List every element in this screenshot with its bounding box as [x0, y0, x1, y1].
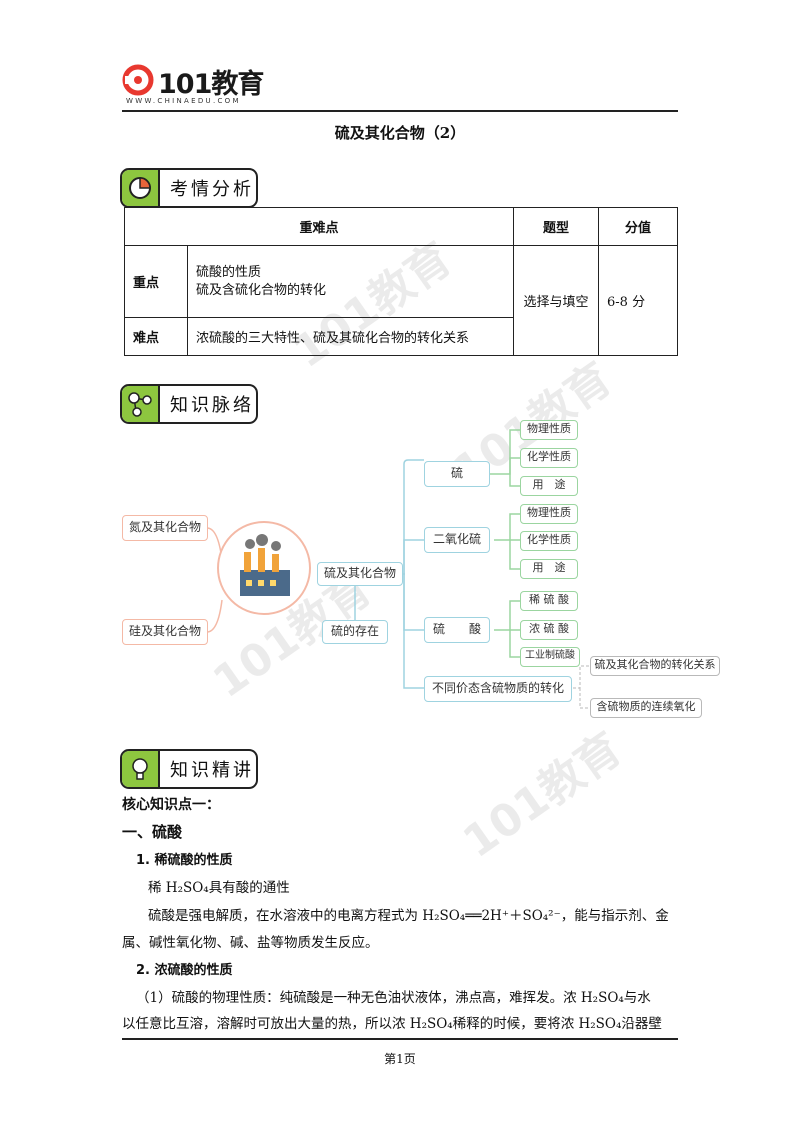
table-header: 分值 — [598, 207, 678, 246]
paragraph: 以任意比互溶，溶解时可放出大量的热，所以浓 H₂SO₄稀释的时候，要将浓 H₂S… — [122, 1016, 662, 1032]
mindmap-connectors — [206, 429, 590, 709]
subheading-dilute: 1. 稀硫酸的性质 — [136, 853, 233, 868]
mindmap-leaf: 物理性质 — [520, 420, 578, 440]
paragraph: 稀 H₂SO₄具有酸的通性 — [148, 880, 290, 896]
mindmap-leaf: 用 途 — [520, 476, 578, 496]
lightbulb-icon — [122, 751, 160, 787]
mindmap-node-existence: 硫的存在 — [322, 620, 388, 644]
analysis-table: 重难点 题型 分值 重点 硫酸的性质 硫及含硫化合物的转化 选择与填空 6-8 … — [124, 207, 678, 356]
factory-icon — [240, 534, 290, 596]
footer-rule — [122, 1038, 678, 1040]
molecule-icon — [122, 386, 160, 422]
mindmap-leaf: 工业制硫酸 — [520, 647, 580, 667]
paragraph: 属、碱性氧化物、碱、盐等物质发生反应。 — [122, 935, 379, 951]
table-cell: 选择与填空 — [513, 245, 599, 356]
mindmap-leaf: 含硫物质的连续氧化 — [590, 698, 702, 718]
mindmap-node-transform: 不同价态含硫物质的转化 — [424, 676, 572, 702]
mindmap-node-silicon: 硅及其化合物 — [122, 619, 208, 645]
logo-url: WWW.CHINAEDU.COM — [126, 97, 241, 105]
mindmap-leaf: 化学性质 — [520, 448, 578, 468]
page-number: 第1页 — [384, 1052, 416, 1066]
mindmap-leaf: 硫及其化合物的转化关系 — [590, 656, 720, 676]
core-point-heading: 核心知识点一： — [122, 797, 220, 813]
pie-chart-icon — [122, 170, 160, 206]
paragraph: （1）硫酸的物理性质：纯硫酸是一种无色油状液体，沸点高，难挥发。浓 H₂SO₄与… — [136, 990, 651, 1006]
mindmap-node-so2: 二氧化硫 — [424, 527, 490, 553]
mindmap-leaf: 浓 硫 酸 — [520, 620, 578, 640]
mindmap-node-sulfur: 硫 — [424, 461, 490, 487]
subheading-concentrated: 2. 浓硫酸的性质 — [136, 963, 233, 978]
row-label: 难点 — [124, 317, 188, 356]
mindmap-leaf: 用 途 — [520, 559, 578, 579]
mindmap-leaf: 化学性质 — [520, 531, 578, 551]
mindmap-node-acid: 硫 酸 — [424, 617, 490, 643]
logo-text: 101教育 — [158, 69, 264, 100]
mindmap-node-center: 硫及其化合物 — [317, 562, 403, 586]
table-cell: 浓硫酸的三大特性、硫及其硫化合物的转化关系 — [187, 317, 514, 356]
row-label: 重点 — [124, 245, 188, 318]
mindmap-leaf: 物理性质 — [520, 504, 578, 524]
section-heading-framework: 知识脉络 — [120, 384, 258, 424]
logo-icon — [122, 64, 154, 96]
page-title: 硫及其化合物（2） — [334, 124, 466, 142]
table-cell: 6-8 分 — [598, 245, 678, 356]
paragraph: 硫酸是强电解质，在水溶液中的电离方程式为 H₂SO₄══2H⁺＋SO₄²⁻，能与… — [148, 908, 669, 924]
header-rule — [122, 110, 678, 112]
heading-sulfuric-acid: 一、硫酸 — [122, 823, 183, 841]
table-cell: 硫酸的性质 硫及含硫化合物的转化 — [187, 245, 514, 318]
section-heading-lecture: 知识精讲 — [120, 749, 258, 789]
mindmap-leaf: 稀 硫 酸 — [520, 591, 578, 611]
mindmap-node-nitrogen: 氮及其化合物 — [122, 515, 208, 541]
table-header: 重难点 — [124, 207, 514, 246]
